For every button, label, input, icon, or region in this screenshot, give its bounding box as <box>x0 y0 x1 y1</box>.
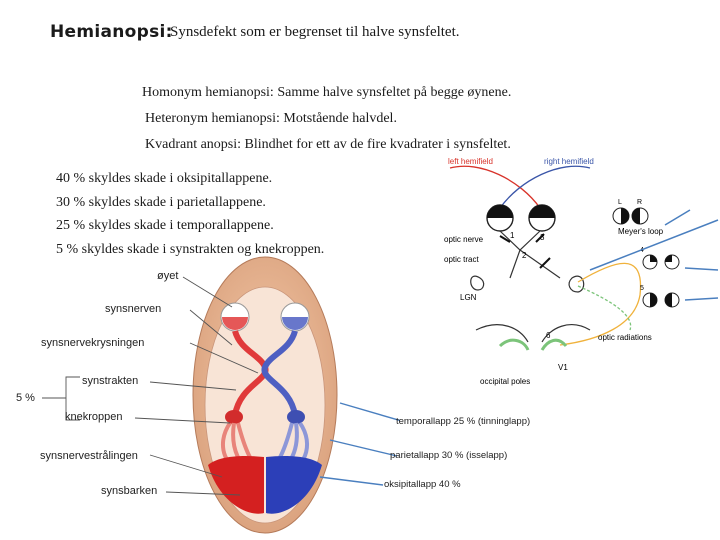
right-retina-blue <box>282 317 308 330</box>
label-bracket-percent: 5 % <box>16 392 35 404</box>
title-term: Hemianopsi: <box>50 22 173 42</box>
label-chiasm: synsnervekrysningen <box>41 337 145 349</box>
label-lgn: knekroppen <box>65 411 123 423</box>
left-field-arrow <box>449 165 541 209</box>
brain-leader-lines <box>42 276 400 496</box>
label-occipital-lobe: oksipitallapp 40 % <box>384 479 461 490</box>
lesion-4 <box>539 257 551 269</box>
num-3: 3 <box>540 233 545 242</box>
label-radiation: synsnervestrålingen <box>40 450 138 462</box>
blue-pathway <box>261 329 298 416</box>
optic-tracts <box>509 249 561 279</box>
occipital-poles-label: occipital poles <box>480 377 530 386</box>
label-optic-nerve: synsnerven <box>105 303 162 315</box>
cause-temporal: 25 % skyldes skade i temporallappene. <box>56 218 274 233</box>
left-visual-cortex <box>208 455 264 514</box>
lesion-1 <box>499 235 511 243</box>
num-2: 2 <box>522 251 527 260</box>
left-field-label: left hemifield <box>448 157 493 166</box>
right-lgn-shape <box>568 275 585 293</box>
arrow-to-field-4 <box>684 267 719 271</box>
field-icons: L R 4 5 <box>612 199 680 308</box>
definition-homonym: Homonym hemianopsi: Samme halve synsfelt… <box>142 85 512 100</box>
optic-nerve-label: optic nerve <box>444 235 484 244</box>
v1-label: V1 <box>558 363 568 372</box>
cause-occipital: 40 % skyldes skade i oksipitallappene. <box>56 171 273 186</box>
brain-illustration <box>192 256 338 534</box>
label-temporal-lobe: temporallapp 25 % (tinninglapp) <box>396 416 531 427</box>
right-eye-shade <box>529 205 555 218</box>
left-lgn-illustration <box>225 410 243 424</box>
arrow-to-field-5 <box>684 297 719 301</box>
right-field-arrow <box>499 165 591 209</box>
num-1: 1 <box>510 231 515 240</box>
right-lgn-illustration <box>287 410 305 424</box>
left-retina-red <box>222 317 248 330</box>
cause-list: 40 % skyldes skade i oksipitallappene. 3… <box>56 167 324 261</box>
definition-list: Homonym hemianopsi: Samme halve synsfelt… <box>142 80 511 158</box>
optic-radiation-path <box>577 285 632 331</box>
field-l-label: L <box>618 199 622 206</box>
meyers-loop-label: Meyer's loop <box>618 227 664 236</box>
optic-radiations-label: optic radiations <box>598 333 652 342</box>
lgn-label: LGN <box>460 293 477 302</box>
num-4: 4 <box>640 247 644 254</box>
definition-heteronym: Heteronym hemianopsi: Motstående halvdel… <box>145 111 397 126</box>
right-v1 <box>540 338 568 351</box>
visual-pathway-diagram: left hemifield right hemifield 1 3 2 opt… <box>444 157 719 386</box>
right-visual-cortex <box>266 455 322 514</box>
arrow-to-tract <box>589 219 719 271</box>
field-r-label: R <box>637 199 642 206</box>
arrow-to-field-1 <box>664 209 691 226</box>
cause-parietal: 30 % skyldes skade i parietallappene. <box>56 194 266 210</box>
lesion-3 <box>535 233 545 243</box>
num-6: 6 <box>546 331 551 340</box>
left-eye-shade <box>487 205 513 218</box>
label-optic-tract: synstrakten <box>82 375 139 387</box>
label-visual-cortex: synsbarken <box>101 485 158 497</box>
left-lgn-shape <box>470 275 485 291</box>
meyers-loop-path <box>559 262 642 346</box>
definition-quadrant: Kvadrant anopsi: Blindhet for ett av de … <box>145 137 511 152</box>
left-v1 <box>498 338 530 351</box>
label-parietal-lobe: parietallapp 30 % (isselapp) <box>390 450 508 461</box>
right-field-label: right hemifield <box>544 157 594 166</box>
right-occipital-pole <box>541 324 591 343</box>
optic-tract-label: optic tract <box>444 255 479 264</box>
cause-tract-lgn: 5 % skyldes skade i synstrakten og knekr… <box>56 241 325 257</box>
num-5: 5 <box>640 285 644 292</box>
label-eye: øyet <box>157 270 179 282</box>
title-definition: Synsdefekt som er begrenset til halve sy… <box>170 24 460 40</box>
left-occipital-pole <box>475 324 529 343</box>
